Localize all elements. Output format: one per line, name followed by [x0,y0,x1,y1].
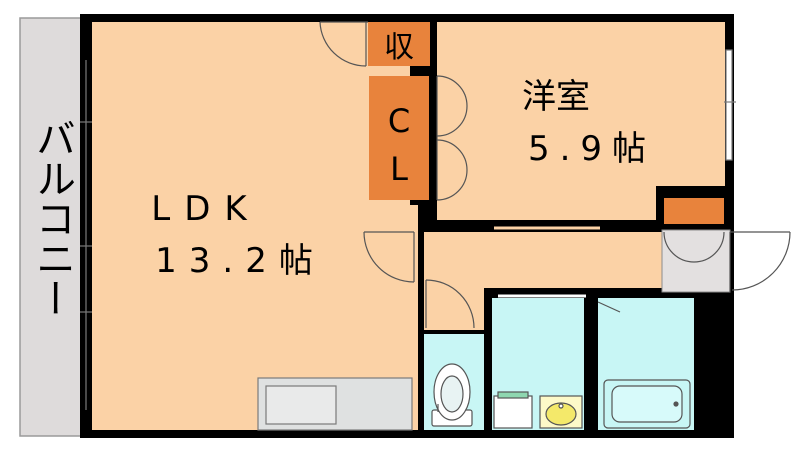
closet-label-bottom: L [390,150,408,188]
western-window [724,49,736,161]
ldk-floor [92,22,410,430]
ldk-door [363,231,415,283]
ldk-name: LDK [151,189,260,229]
bathtub-icon [603,379,691,429]
washbasin-icon [539,395,583,429]
closet-doors [436,75,468,201]
storage-label: 収 [384,30,414,65]
entrance-door [663,231,791,292]
washing-machine-icon [493,391,533,429]
hallway-floor-lower [424,288,484,330]
closet-label-top: C [388,102,410,140]
ldk-windows [80,60,92,410]
entrance-floor [661,229,731,293]
bathroom-door [597,301,621,313]
storage-box [368,22,430,66]
kitchen-sink [265,385,337,425]
western-room-name: 洋室 [522,77,590,117]
entry-shelf [664,198,724,224]
toilet-door [425,279,475,329]
western-room-size: 5.9帖 [528,129,656,169]
balcony [19,17,83,437]
ldk-size: 13.2帖 [155,241,325,281]
balcony-label: バルコニー [29,118,75,318]
storage-door [319,21,368,67]
ldk-floor-ext [410,205,418,430]
toilet-icon [431,363,473,427]
closet-box [369,76,429,200]
